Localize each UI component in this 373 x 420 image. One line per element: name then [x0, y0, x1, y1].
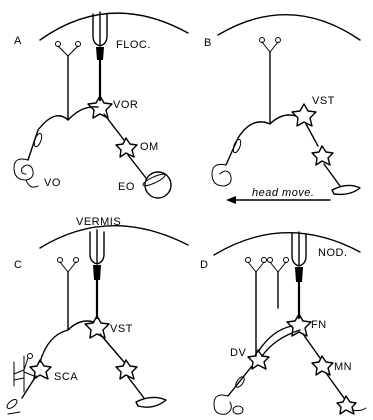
- panel-b-vestibular-organ: [212, 164, 231, 186]
- panel-d: D NOD. FN D: [200, 232, 366, 414]
- panel-d-mn-label: MN: [334, 361, 352, 373]
- panel-d-dv-label: DV: [230, 347, 246, 359]
- panel-d-granule-cell-1: [246, 258, 267, 357]
- panel-b-motoneuron: [312, 146, 340, 186]
- panel-a-purkinje-cell: [93, 12, 107, 100]
- panel-a-om-label: OM: [140, 141, 159, 153]
- panel-a-eye: [142, 172, 171, 198]
- panel-b-arrow-label: head move.: [252, 187, 314, 199]
- panel-b-muscle: [332, 185, 360, 194]
- panel-b-pathway-arch: [226, 115, 296, 165]
- panel-c-granule-cell: [58, 258, 79, 331]
- panel-d-cortex-label: NOD.: [318, 247, 348, 259]
- panel-c-cortex-arc: [40, 226, 188, 248]
- panel-c-pathway-arch: [40, 321, 94, 362]
- panel-c-purkinje-cell: [90, 230, 104, 318]
- panel-d-purkinje-cell: [292, 232, 306, 318]
- panel-a-cortex-label: FLOC.: [116, 39, 151, 51]
- panel-a-cortex-arc: [40, 13, 188, 40]
- panel-c-vst-label: VST: [110, 323, 133, 335]
- panel-c-muscle: [136, 397, 166, 407]
- panel-b-granule-cell: [260, 38, 281, 125]
- panel-d-pathway-arch: [258, 326, 292, 352]
- panel-a-granule-cell: [56, 42, 81, 121]
- panel-d-second-motoneuron: [337, 396, 366, 414]
- panel-d-letter: D: [200, 259, 208, 271]
- panel-a-vor-label: VOR: [113, 99, 138, 111]
- panel-b-letter: B: [204, 37, 211, 49]
- panel-c-spinal-cord: [5, 354, 36, 415]
- panel-d-granule-cell-2: [268, 258, 289, 309]
- panel-d-fn-label: FN: [311, 319, 327, 331]
- panel-c: VERMIS C VST SCA: [5, 216, 188, 414]
- panel-a-vo-label: VO: [44, 177, 61, 189]
- panel-a: A VOR FLOC. OM: [14, 12, 188, 198]
- panel-b-vst-label: VST: [312, 95, 335, 107]
- panel-c-sca-label: SCA: [54, 371, 78, 383]
- panel-c-motoneuron: [116, 360, 144, 398]
- panel-d-vestibular-organ: [214, 395, 243, 414]
- panel-a-vestibular-organ: [14, 159, 38, 187]
- panel-b: B VST head move.: [204, 15, 360, 204]
- panel-c-letter: C: [14, 259, 22, 271]
- panel-b-vst-nucleus: [292, 104, 318, 146]
- panel-a-letter: A: [14, 35, 22, 47]
- panel-b-cortex-arc: [218, 15, 360, 40]
- panel-a-eo-label: EO: [118, 181, 135, 193]
